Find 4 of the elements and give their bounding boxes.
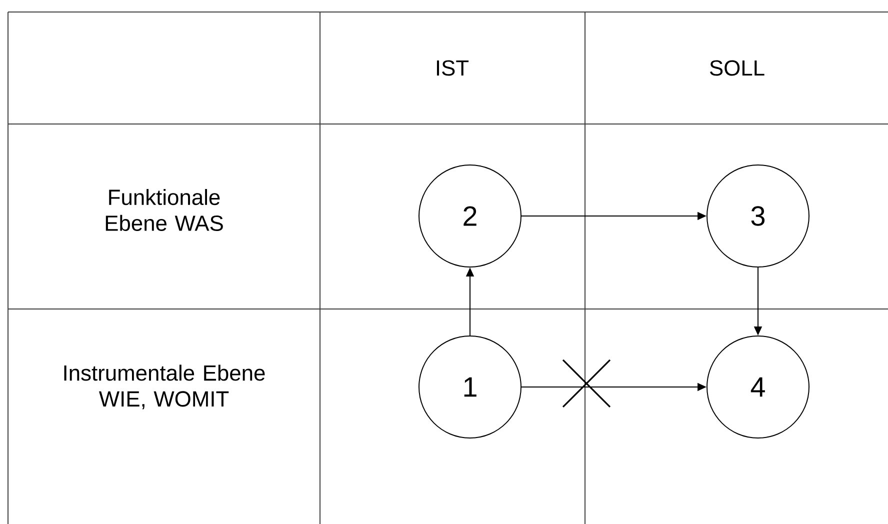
table-label: IST — [436, 60, 469, 76]
table-label: SOLL — [710, 60, 764, 76]
table-label: Funktionale Ebene WAS — [106, 188, 223, 231]
table-label: Instrumentale Ebene WIE, WOMIT — [64, 364, 265, 410]
